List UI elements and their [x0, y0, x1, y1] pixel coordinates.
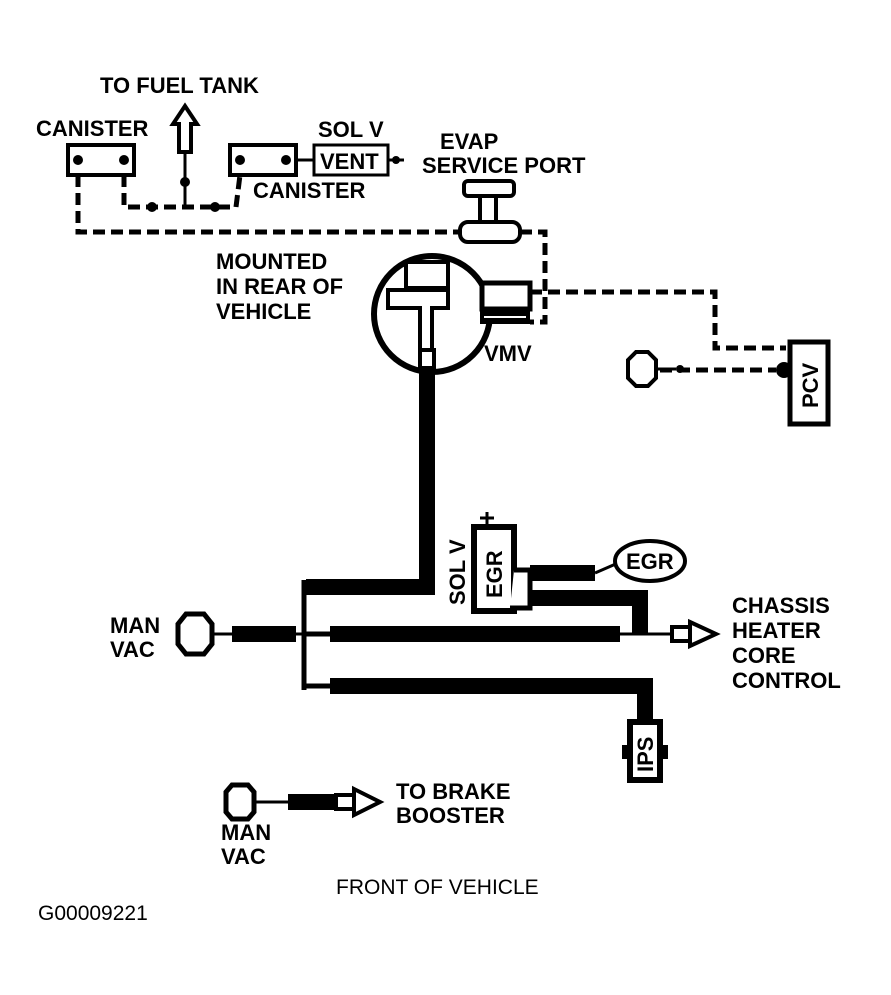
- canister-right: [228, 143, 298, 177]
- ips-switch: IPS: [622, 719, 668, 783]
- canister-right-label: CANISTER: [253, 178, 366, 203]
- sol-v-egr-label: SOL V: [445, 539, 470, 605]
- egr-to-heater-hose: [530, 590, 648, 634]
- man-vac2-label-line2: VAC: [221, 844, 266, 869]
- egr-valve: EGR: [613, 539, 687, 583]
- front-of-vehicle-label: FRONT OF VEHICLE: [336, 876, 539, 899]
- mounted-label-line2: IN REAR OF: [216, 274, 343, 299]
- egr-valve-label: EGR: [626, 549, 674, 574]
- chassis-label-line2: HEATER: [732, 618, 821, 643]
- canister-left: [66, 143, 136, 177]
- vent-port-icon: [388, 156, 404, 164]
- ips-label: IPS: [633, 737, 658, 772]
- main-vacuum-hose: [306, 368, 435, 595]
- vent-label: VENT: [320, 149, 379, 174]
- chassis-heater-arrow-icon: [620, 618, 721, 650]
- figure-id: G00009221: [38, 902, 148, 925]
- chassis-label-line4: CONTROL: [732, 668, 841, 693]
- brake-label-line1: TO BRAKE: [396, 779, 511, 804]
- rear-mounted-detail: [371, 253, 493, 375]
- chassis-label-line1: CHASSIS: [732, 593, 830, 618]
- man-vac2-label-line1: MAN: [221, 820, 271, 845]
- to-fuel-tank-label: TO FUEL TANK: [100, 73, 259, 98]
- vmv-valve: [479, 280, 533, 324]
- vent-solenoid: VENT: [312, 143, 390, 177]
- canister-left-label: CANISTER: [36, 116, 149, 141]
- mounted-label-line3: VEHICLE: [216, 299, 311, 324]
- man-vac-label-line2: VAC: [110, 637, 155, 662]
- egr-solenoid-label: EGR: [482, 550, 507, 598]
- vmv-label: VMV: [484, 341, 532, 366]
- mounted-label-line1: MOUNTED: [216, 249, 327, 274]
- evap-service-port: [458, 179, 522, 244]
- egr-solenoid: EGR: [471, 512, 533, 614]
- evap-label-line1: EVAP: [440, 129, 498, 154]
- sol-v-vent-label: SOL V: [318, 117, 384, 142]
- manifold-vacuum-fitting-icon: [175, 611, 304, 657]
- chassis-label-line3: CORE: [732, 643, 796, 668]
- brake-label-line2: BOOSTER: [396, 803, 505, 828]
- purge-line-hose: [75, 175, 462, 235]
- pcv-label: PCV: [798, 362, 823, 408]
- pcv-valve: PCV: [776, 339, 831, 427]
- evap-label-line2: SERVICE PORT: [422, 153, 586, 178]
- fuel-tank-arrow-icon: [169, 102, 201, 208]
- brake-booster-fitting-icon: [223, 782, 385, 822]
- vmv-to-pcv-hose: [530, 289, 786, 351]
- man-vac-label-line1: MAN: [110, 613, 160, 638]
- pcv-fitting-icon: [626, 350, 684, 388]
